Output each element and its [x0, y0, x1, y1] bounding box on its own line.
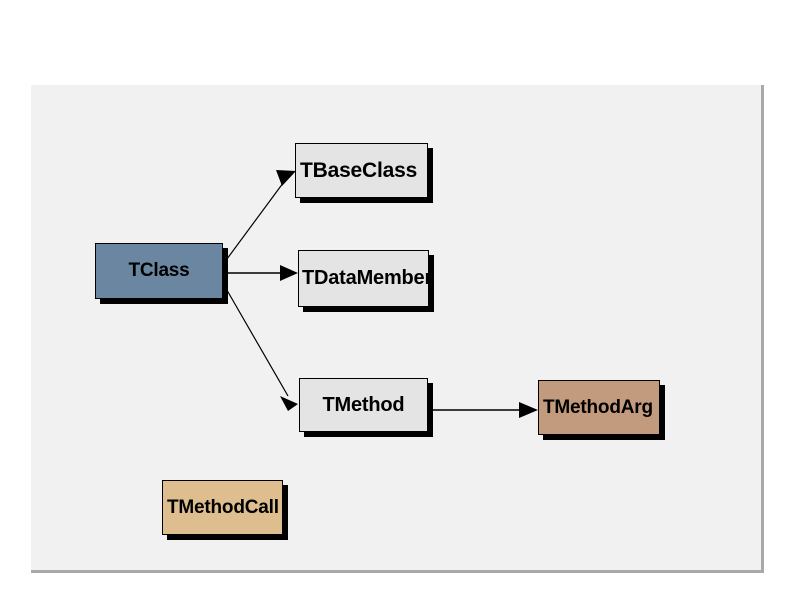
- node-tmethod-label: TMethod: [322, 393, 405, 416]
- node-tmethodcall[interactable]: TMethodCall: [162, 480, 283, 535]
- node-tmethodarg-label: TMethodArg: [543, 396, 653, 418]
- node-tdatamember[interactable]: TDataMember: [298, 250, 429, 307]
- node-tmethod[interactable]: TMethod: [299, 378, 428, 432]
- node-tclass-label: TClass: [128, 260, 190, 281]
- node-tdatamember-label: TDataMember: [302, 267, 429, 289]
- node-tbaseclass[interactable]: TBaseClass: [295, 143, 428, 198]
- node-tmethodcall-label: TMethodCall: [167, 496, 279, 518]
- node-tbaseclass-label: TBaseClass: [300, 158, 418, 182]
- node-tclass[interactable]: TClass: [95, 243, 223, 299]
- node-tmethodarg[interactable]: TMethodArg: [538, 380, 660, 435]
